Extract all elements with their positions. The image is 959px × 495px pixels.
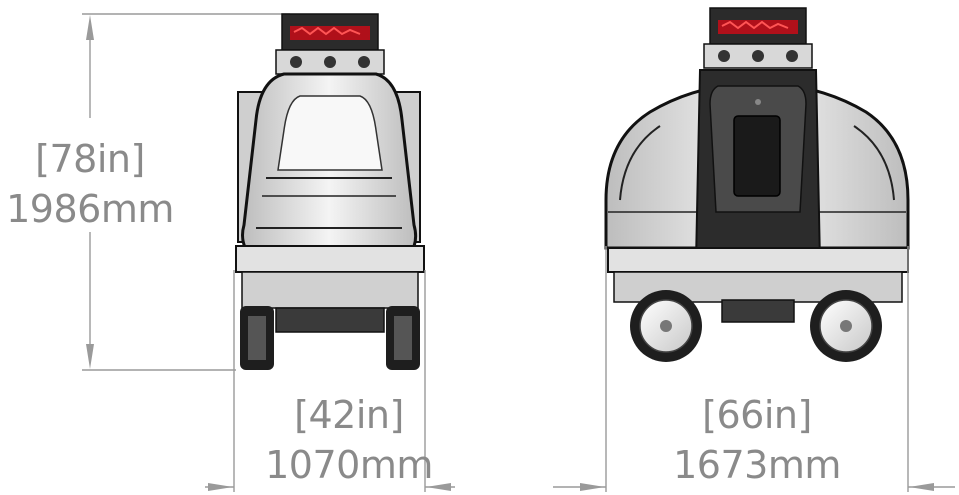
rear-width-dimension: [66in] 1673mm xyxy=(553,246,955,492)
front-width-dimension: [42in] 1070mm xyxy=(205,270,455,492)
front-width-mm-label: 1070mm xyxy=(265,443,433,487)
wheel-rear-right xyxy=(810,290,882,362)
robot-front-view xyxy=(235,13,425,370)
robot-rear-view xyxy=(604,7,910,362)
front-arrow-right xyxy=(426,483,451,491)
body-front-face xyxy=(277,95,383,171)
front-arrow-left xyxy=(208,483,233,491)
undercarriage xyxy=(275,307,385,333)
rear-arrow-right xyxy=(909,483,934,491)
rear-width-mm-label: 1673mm xyxy=(673,443,841,487)
base-lower xyxy=(241,271,419,309)
rear-display xyxy=(733,115,781,197)
height-inches-label: [78in] xyxy=(35,137,145,181)
rear-arrow-left xyxy=(580,483,605,491)
camera-lens-center xyxy=(324,56,336,68)
camera-lens-left xyxy=(290,56,302,68)
front-width-inches-label: [42in] xyxy=(294,393,404,437)
rear-base-bumper xyxy=(607,247,909,273)
height-mm-label: 1986mm xyxy=(6,187,174,231)
height-arrow-top xyxy=(86,15,94,40)
rear-width-inches-label: [66in] xyxy=(702,393,812,437)
base-bumper xyxy=(235,245,425,273)
camera-lens-right xyxy=(358,56,370,68)
height-arrow-bottom xyxy=(86,344,94,369)
rear-undercarriage xyxy=(721,299,795,323)
height-dimension: [78in] 1986mm xyxy=(6,13,290,371)
wheel-rear-left xyxy=(630,290,702,362)
